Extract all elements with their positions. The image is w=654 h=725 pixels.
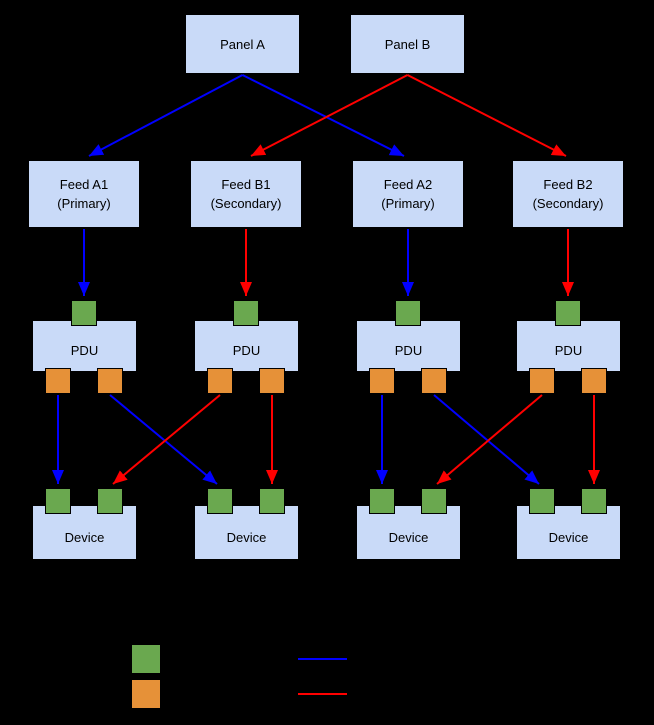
feed-b2-role: (Secondary) <box>532 196 604 211</box>
pdu-4-box: PDU <box>516 320 621 372</box>
pdu-1-box: PDU <box>32 320 137 372</box>
device-4-input-port-left <box>529 488 555 514</box>
pdu-1-output-port-left <box>45 368 71 394</box>
feed-a2-role: (Primary) <box>381 196 435 211</box>
device-1-input-port-right <box>97 488 123 514</box>
pdu-3-input-port <box>395 300 421 326</box>
pdu-2-output-port-right <box>259 368 285 394</box>
feed-b1-box: Feed B1 (Secondary) <box>190 160 302 228</box>
legend-green-square-swatch <box>131 644 161 674</box>
pdu-3-output-port-right <box>421 368 447 394</box>
feed-a2-name: Feed A2 <box>383 177 433 192</box>
pdu-3-box: PDU <box>356 320 461 372</box>
device-3-input-port-left <box>369 488 395 514</box>
feed-a1-name: Feed A1 <box>59 177 109 192</box>
arrow-pdu-4-to-device-3 <box>436 394 543 485</box>
panel-a-box: Panel A <box>185 14 300 74</box>
arrow-panel-a-to-feed-a1 <box>88 74 243 157</box>
arrow-pdu-3-to-device-4 <box>433 394 540 485</box>
pdu-4-label: PDU <box>554 342 583 358</box>
device-2-input-port-right <box>259 488 285 514</box>
pdu-2-output-port-left <box>207 368 233 394</box>
feed-a1-box: Feed A1 (Primary) <box>28 160 140 228</box>
pdu-4-output-port-left <box>529 368 555 394</box>
device-4-label: Device <box>548 530 589 545</box>
device-4-box: Device <box>516 505 621 560</box>
arrow-pdu-1-to-device-2 <box>109 394 218 485</box>
feed-b1-name: Feed B1 <box>221 177 271 192</box>
device-2-box: Device <box>194 505 299 560</box>
device-2-input-port-left <box>207 488 233 514</box>
legend-orange-square-swatch <box>131 679 161 709</box>
arrow-panel-a-to-feed-a2 <box>242 74 405 157</box>
pdu-4-output-port-right <box>581 368 607 394</box>
device-4-input-port-right <box>581 488 607 514</box>
device-3-input-port-right <box>421 488 447 514</box>
arrow-panel-b-to-feed-b2 <box>407 74 567 157</box>
panel-a-label: Panel A <box>220 36 265 52</box>
pdu-2-label: PDU <box>232 342 261 358</box>
pdu-3-label: PDU <box>394 342 423 358</box>
pdu-1-input-port <box>71 300 97 326</box>
feed-b2-box: Feed B2 (Secondary) <box>512 160 624 228</box>
feed-b1-role: (Secondary) <box>210 196 282 211</box>
device-1-input-port-left <box>45 488 71 514</box>
pdu-1-label: PDU <box>70 342 99 358</box>
device-3-box: Device <box>356 505 461 560</box>
device-2-label: Device <box>226 530 267 545</box>
feed-a2-box: Feed A2 (Primary) <box>352 160 464 228</box>
arrow-pdu-2-to-device-1 <box>112 394 221 485</box>
pdu-4-input-port <box>555 300 581 326</box>
arrow-panel-b-to-feed-b1 <box>250 74 408 157</box>
feed-b2-name: Feed B2 <box>543 177 593 192</box>
device-1-label: Device <box>64 530 105 545</box>
panel-b-box: Panel B <box>350 14 465 74</box>
panel-b-label: Panel B <box>384 36 431 52</box>
pdu-3-output-port-left <box>369 368 395 394</box>
pdu-2-box: PDU <box>194 320 299 372</box>
feed-a1-role: (Primary) <box>57 196 111 211</box>
device-1-box: Device <box>32 505 137 560</box>
device-3-label: Device <box>388 530 429 545</box>
pdu-1-output-port-right <box>97 368 123 394</box>
pdu-2-input-port <box>233 300 259 326</box>
